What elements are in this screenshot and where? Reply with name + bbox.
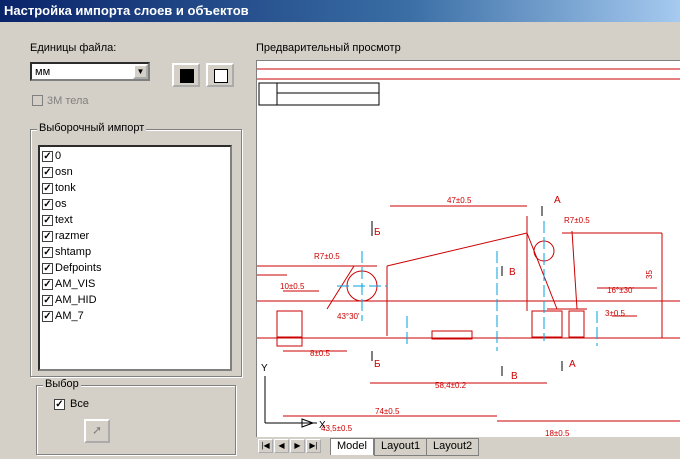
units-select[interactable]: мм ▼ bbox=[30, 62, 150, 81]
section-mark: А bbox=[569, 359, 576, 370]
dimension-label: 58,4±0.2 bbox=[435, 381, 467, 390]
layer-checkbox[interactable]: ✓ bbox=[42, 151, 53, 162]
dimension-label: 74±0.5 bbox=[375, 407, 400, 416]
dimension-label: 16°±30' bbox=[607, 286, 634, 295]
dimension-label: R7±0.5 bbox=[564, 216, 590, 225]
dimension-label: 18±0.5 bbox=[545, 429, 570, 437]
section-mark: Б bbox=[374, 359, 381, 370]
choice-group: Выбор bbox=[36, 378, 236, 455]
chevron-down-icon[interactable]: ▼ bbox=[133, 64, 148, 79]
layer-checkbox[interactable]: ✓ bbox=[42, 311, 53, 322]
prev-tab-icon[interactable]: ◀ bbox=[274, 439, 289, 453]
dimension-label: 43,5±0.5 bbox=[321, 424, 353, 433]
preview-label: Предварительный просмотр bbox=[256, 42, 401, 54]
layer-checkbox[interactable]: ✓ bbox=[42, 247, 53, 258]
choice-title: Выбор bbox=[43, 378, 81, 390]
select-all-checkbox[interactable]: ✓ bbox=[54, 399, 65, 410]
section-mark: А bbox=[554, 195, 561, 206]
drawing: 47±0.5R7±0.5R7±0.510±0.543°30'16°±30'3±0… bbox=[257, 68, 680, 437]
layer-name: 0 bbox=[55, 150, 62, 162]
black-swatch-icon bbox=[180, 69, 194, 83]
layer-name: osn bbox=[55, 166, 73, 178]
layer-checkbox[interactable]: ✓ bbox=[42, 231, 53, 242]
layer-name: Defpoints bbox=[55, 262, 102, 274]
layer-name: os bbox=[55, 198, 67, 210]
selective-import-group: Выборочный импорт bbox=[30, 122, 242, 377]
layer-name: tonk bbox=[55, 182, 76, 194]
layer-name: AM_7 bbox=[55, 310, 84, 322]
tab-model[interactable]: Model bbox=[330, 438, 374, 455]
first-tab-icon[interactable]: |◀ bbox=[258, 439, 273, 453]
layer-name: AM_VIS bbox=[55, 278, 96, 290]
white-swatch-icon bbox=[214, 69, 228, 83]
select-all-label: Все bbox=[70, 398, 89, 410]
layers-list[interactable]: ✓0✓osn✓tonk✓os✓text✓razmer✓shtamp✓Defpoi… bbox=[38, 145, 232, 371]
layer-checkbox[interactable]: ✓ bbox=[42, 295, 53, 306]
layout-tabs-bar: |◀ ◀ ▶ ▶| Model Layout1 Layout2 bbox=[256, 437, 680, 456]
next-tab-icon[interactable]: ▶ bbox=[290, 439, 305, 453]
section-mark: В bbox=[509, 267, 516, 278]
dimension-label: 10±0.5 bbox=[280, 282, 305, 291]
dimension-label: 47±0.5 bbox=[447, 196, 472, 205]
x-axis-label: X bbox=[319, 420, 326, 431]
layer-name: text bbox=[55, 214, 73, 226]
window-title: Настройка импорта слоев и объектов bbox=[0, 0, 680, 22]
dimension-label: 43°30' bbox=[337, 312, 360, 321]
solids-label: 3М тела bbox=[47, 95, 89, 107]
layer-name: shtamp bbox=[55, 246, 92, 258]
layer-checkbox[interactable]: ✓ bbox=[42, 279, 53, 290]
background-black-button[interactable] bbox=[172, 63, 200, 87]
layer-checkbox[interactable]: ✓ bbox=[42, 183, 53, 194]
layer-checkbox[interactable]: ✓ bbox=[42, 167, 53, 178]
layer-checkbox[interactable]: ✓ bbox=[42, 215, 53, 226]
layer-name: razmer bbox=[55, 230, 90, 242]
tab-layout1[interactable]: Layout1 bbox=[374, 438, 428, 456]
last-tab-icon[interactable]: ▶| bbox=[306, 439, 321, 453]
units-label: Единицы файла: bbox=[30, 42, 117, 54]
tab-layout2[interactable]: Layout2 bbox=[426, 438, 480, 456]
section-mark: В bbox=[511, 371, 518, 382]
dimension-label: R7±0.5 bbox=[314, 252, 340, 261]
solids-checkbox[interactable] bbox=[32, 95, 43, 106]
pick-button[interactable]: ➚ bbox=[84, 419, 110, 443]
background-white-button[interactable] bbox=[206, 63, 234, 87]
dimension-label: 8±0.5 bbox=[310, 349, 331, 358]
units-value: мм bbox=[35, 66, 51, 78]
layer-checkbox[interactable]: ✓ bbox=[42, 199, 53, 210]
dimension-label: 3±0.5 bbox=[605, 309, 626, 318]
cursor-icon: ➚ bbox=[91, 423, 103, 437]
layer-checkbox[interactable]: ✓ bbox=[42, 263, 53, 274]
selective-import-title: Выборочный импорт bbox=[37, 122, 147, 134]
y-axis-label: Y bbox=[261, 363, 268, 374]
section-mark: Б bbox=[374, 227, 381, 238]
layer-name: AM_HID bbox=[55, 294, 97, 306]
dimension-label: 35 bbox=[645, 270, 654, 279]
